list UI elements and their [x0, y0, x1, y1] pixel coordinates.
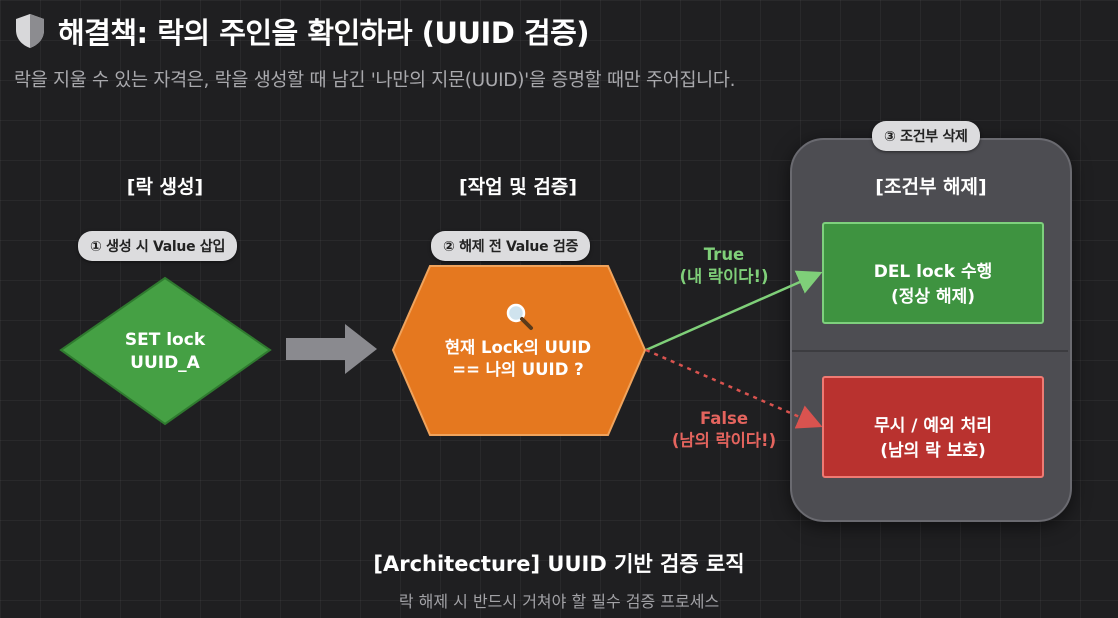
fail-line-2: (남의 락 보호)	[880, 441, 986, 461]
success-line-2: (정상 해제)	[890, 287, 976, 307]
footer-subtitle: 락 해제 시 반드시 거쳐야 할 필수 검증 프로세스	[398, 592, 720, 611]
verify-line-2: == 나의 UUID ?	[452, 360, 584, 380]
title-row: 해결책: 락의 주인을 확인하라 (UUID 검증)	[14, 10, 590, 52]
stage-create-pill: ① 생성 시 Value 삽입	[78, 231, 238, 261]
fail-result-box: 무시 / 예외 처리 (남의 락 보호)	[822, 376, 1044, 478]
shield-icon	[16, 14, 44, 48]
flow-arrow	[286, 324, 377, 374]
page-subtitle: 락을 지울 수 있는 자격은, 락을 생성할 때 남긴 '나만의 지문(UUID…	[14, 70, 736, 91]
true-label-line-2: (내 락이다!)	[679, 267, 769, 287]
true-connector	[645, 270, 823, 352]
success-result-box: DEL lock 수행 (정상 해제)	[822, 222, 1044, 324]
release-divider	[792, 350, 1068, 352]
false-connector	[645, 348, 823, 429]
false-branch-label: False (남의 락이다!)	[656, 408, 792, 453]
footer-title: [Architecture] UUID 기반 검증 로직	[373, 552, 745, 576]
true-label-line-1: True	[703, 245, 745, 264]
verify-hexagon-text: 현재 Lock의 UUID == 나의 UUID ?	[418, 337, 618, 382]
stage-verify-heading: [작업 및 검증]	[459, 176, 577, 198]
create-line-2: UUID_A	[130, 352, 200, 373]
true-branch-label: True (내 락이다!)	[664, 244, 784, 289]
stage-release-pill: ③ 조건부 삭제	[872, 121, 980, 151]
create-diamond	[59, 276, 272, 426]
page-title: 해결책: 락의 주인을 확인하라 (UUID 검증)	[58, 16, 590, 50]
success-line-1: DEL lock 수행	[873, 262, 993, 283]
false-label-line-2: (남의 락이다!)	[671, 431, 777, 451]
create-line-1: SET lock	[124, 330, 206, 350]
stage-release-heading: [조건부 해제]	[875, 176, 987, 198]
magnifier-icon	[506, 303, 533, 330]
stage-create-heading: [락 생성]	[126, 176, 204, 198]
false-label-line-1: False	[699, 409, 749, 428]
create-diamond-text: SET lock UUID_A	[95, 329, 235, 375]
stage-verify-pill: ② 해제 전 Value 검증	[431, 231, 591, 261]
verify-line-1: 현재 Lock의 UUID	[444, 338, 592, 357]
verify-hexagon	[391, 265, 647, 436]
fail-line-1: 무시 / 예외 처리	[874, 416, 992, 437]
